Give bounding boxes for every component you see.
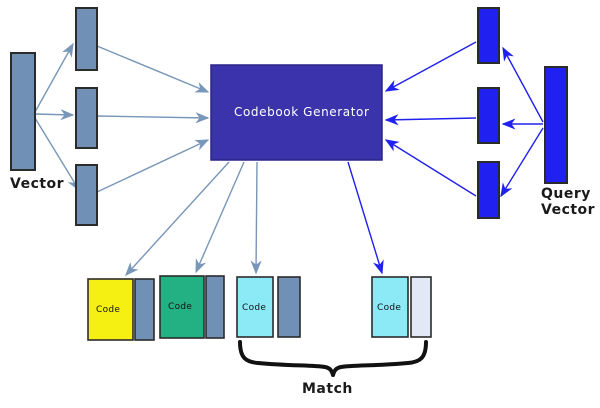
code-blocks (87, 275, 432, 341)
arrow-queryvector-to-sub3 (500, 127, 544, 198)
code-block-4-main (371, 276, 409, 338)
subvector-bars (75, 7, 98, 226)
arrows-subvectors-to-codebook (96, 45, 210, 193)
arrow-codebook-to-code4-group (347, 161, 384, 275)
code-block-3-label: Code (242, 303, 267, 313)
arrow-vector-to-sub3 (34, 117, 80, 192)
query-vector-label-line1: Query (541, 186, 591, 202)
arrow-codebook-to-code2 (195, 161, 245, 274)
code-block-1-side (134, 278, 155, 341)
code-block-1-label: Code (96, 305, 121, 315)
code-block-4-side (410, 276, 432, 338)
vector-label: Vector (10, 176, 65, 192)
arrow-sub1-to-codebook (96, 45, 210, 93)
arrow-codebook-to-code3 (250, 161, 262, 275)
codebook-generator-box (210, 64, 383, 161)
arrows-codebook-to-codes (125, 161, 262, 277)
arrow-codebook-to-code1 (125, 161, 230, 277)
vector-bar (10, 52, 36, 171)
query-subvector-bar-3 (477, 161, 500, 219)
query-vector-label-line2: Vector (541, 202, 596, 218)
codebook-generator-label: Codebook Generator (234, 105, 370, 119)
arrow-qsub1-to-codebook (384, 41, 477, 92)
query-vector-bar (544, 66, 568, 184)
subvector-bar-2 (75, 87, 98, 149)
arrow-queryvector-to-sub1 (502, 46, 544, 123)
arrow-codebook-to-code4 (347, 161, 384, 275)
code-block-4-label: Code (377, 303, 402, 313)
arrow-vector-to-sub2 (34, 109, 75, 121)
arrow-qsub3-to-codebook (384, 139, 477, 197)
code-block-3-main (236, 276, 274, 338)
arrows-queryvector-to-subvectors (500, 46, 544, 198)
query-subvector-bar-1 (477, 7, 500, 64)
arrows-vector-to-subvectors (34, 42, 80, 192)
code-block-3-side (277, 276, 301, 338)
arrow-vector-to-sub1 (34, 42, 74, 113)
query-subvector-bars (477, 7, 500, 219)
match-brace (238, 340, 428, 377)
arrow-qsub2-to-codebook (384, 114, 477, 126)
code-block-1-main (87, 278, 134, 341)
arrow-sub3-to-codebook (96, 139, 210, 193)
arrows-query-subvectors-to-codebook (384, 41, 477, 197)
arrow-sub2-to-codebook (96, 112, 210, 124)
code-block-2-side (205, 275, 225, 339)
match-label: Match (302, 381, 353, 397)
subvector-bar-1 (75, 7, 98, 71)
query-subvector-bar-2 (477, 87, 500, 144)
code-block-2-main (159, 275, 205, 339)
code-block-2-label: Code (168, 302, 193, 312)
subvector-bar-3 (75, 164, 98, 226)
